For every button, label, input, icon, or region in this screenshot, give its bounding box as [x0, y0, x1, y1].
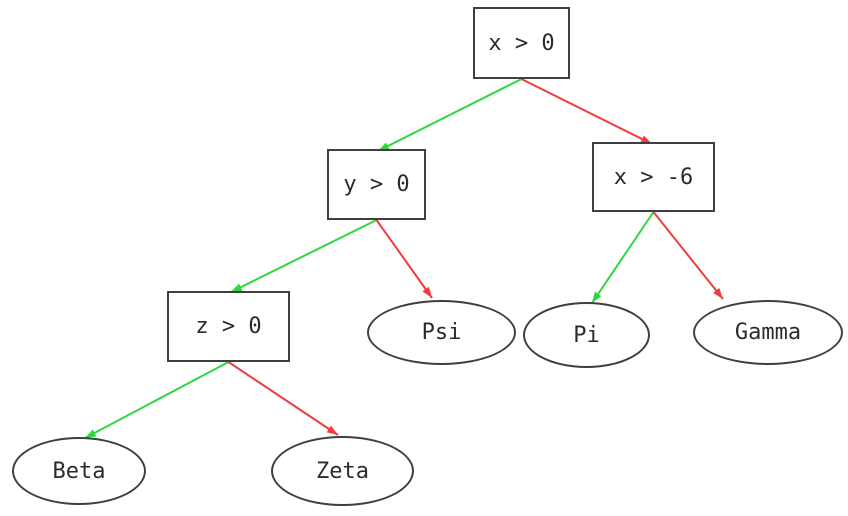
leaf-beta: Beta [12, 437, 146, 505]
node-label: Beta [52, 458, 106, 484]
edge-root-to-y-gt-0-true [377, 78, 522, 152]
node-label: Psi [421, 320, 462, 345]
leaf-pi: Pi [523, 302, 650, 368]
edge-z-gt-0-to-beta-true [84, 361, 229, 439]
node-label: x > 0 [488, 30, 555, 56]
leaf-zeta: Zeta [271, 436, 414, 506]
node-label: z > 0 [195, 314, 262, 339]
leaf-psi: Psi [367, 300, 516, 365]
node-y-gt-0: y > 0 [327, 149, 426, 220]
node-label: Pi [573, 322, 600, 348]
node-label: Gamma [734, 320, 802, 345]
node-x-gt-neg6: x > -6 [592, 142, 715, 212]
node-z-gt-0: z > 0 [167, 291, 290, 362]
edge-x-gt-neg6-to-pi-true [591, 211, 655, 304]
edge-z-gt-0-to-zeta-false [227, 361, 339, 436]
edge-x-gt-neg6-to-gamma-false [652, 211, 724, 300]
node-label: y > 0 [343, 172, 410, 197]
edge-root-to-x-gt-neg6-false [521, 78, 653, 145]
leaf-gamma: Gamma [693, 300, 843, 365]
edge-y-gt-0-to-z-gt-0-true [230, 219, 377, 293]
node-label: Zeta [316, 458, 369, 484]
node-label: x > -6 [613, 164, 694, 190]
edge-y-gt-0-to-psi-false [375, 219, 433, 299]
node-x-gt-0: x > 0 [473, 7, 570, 79]
